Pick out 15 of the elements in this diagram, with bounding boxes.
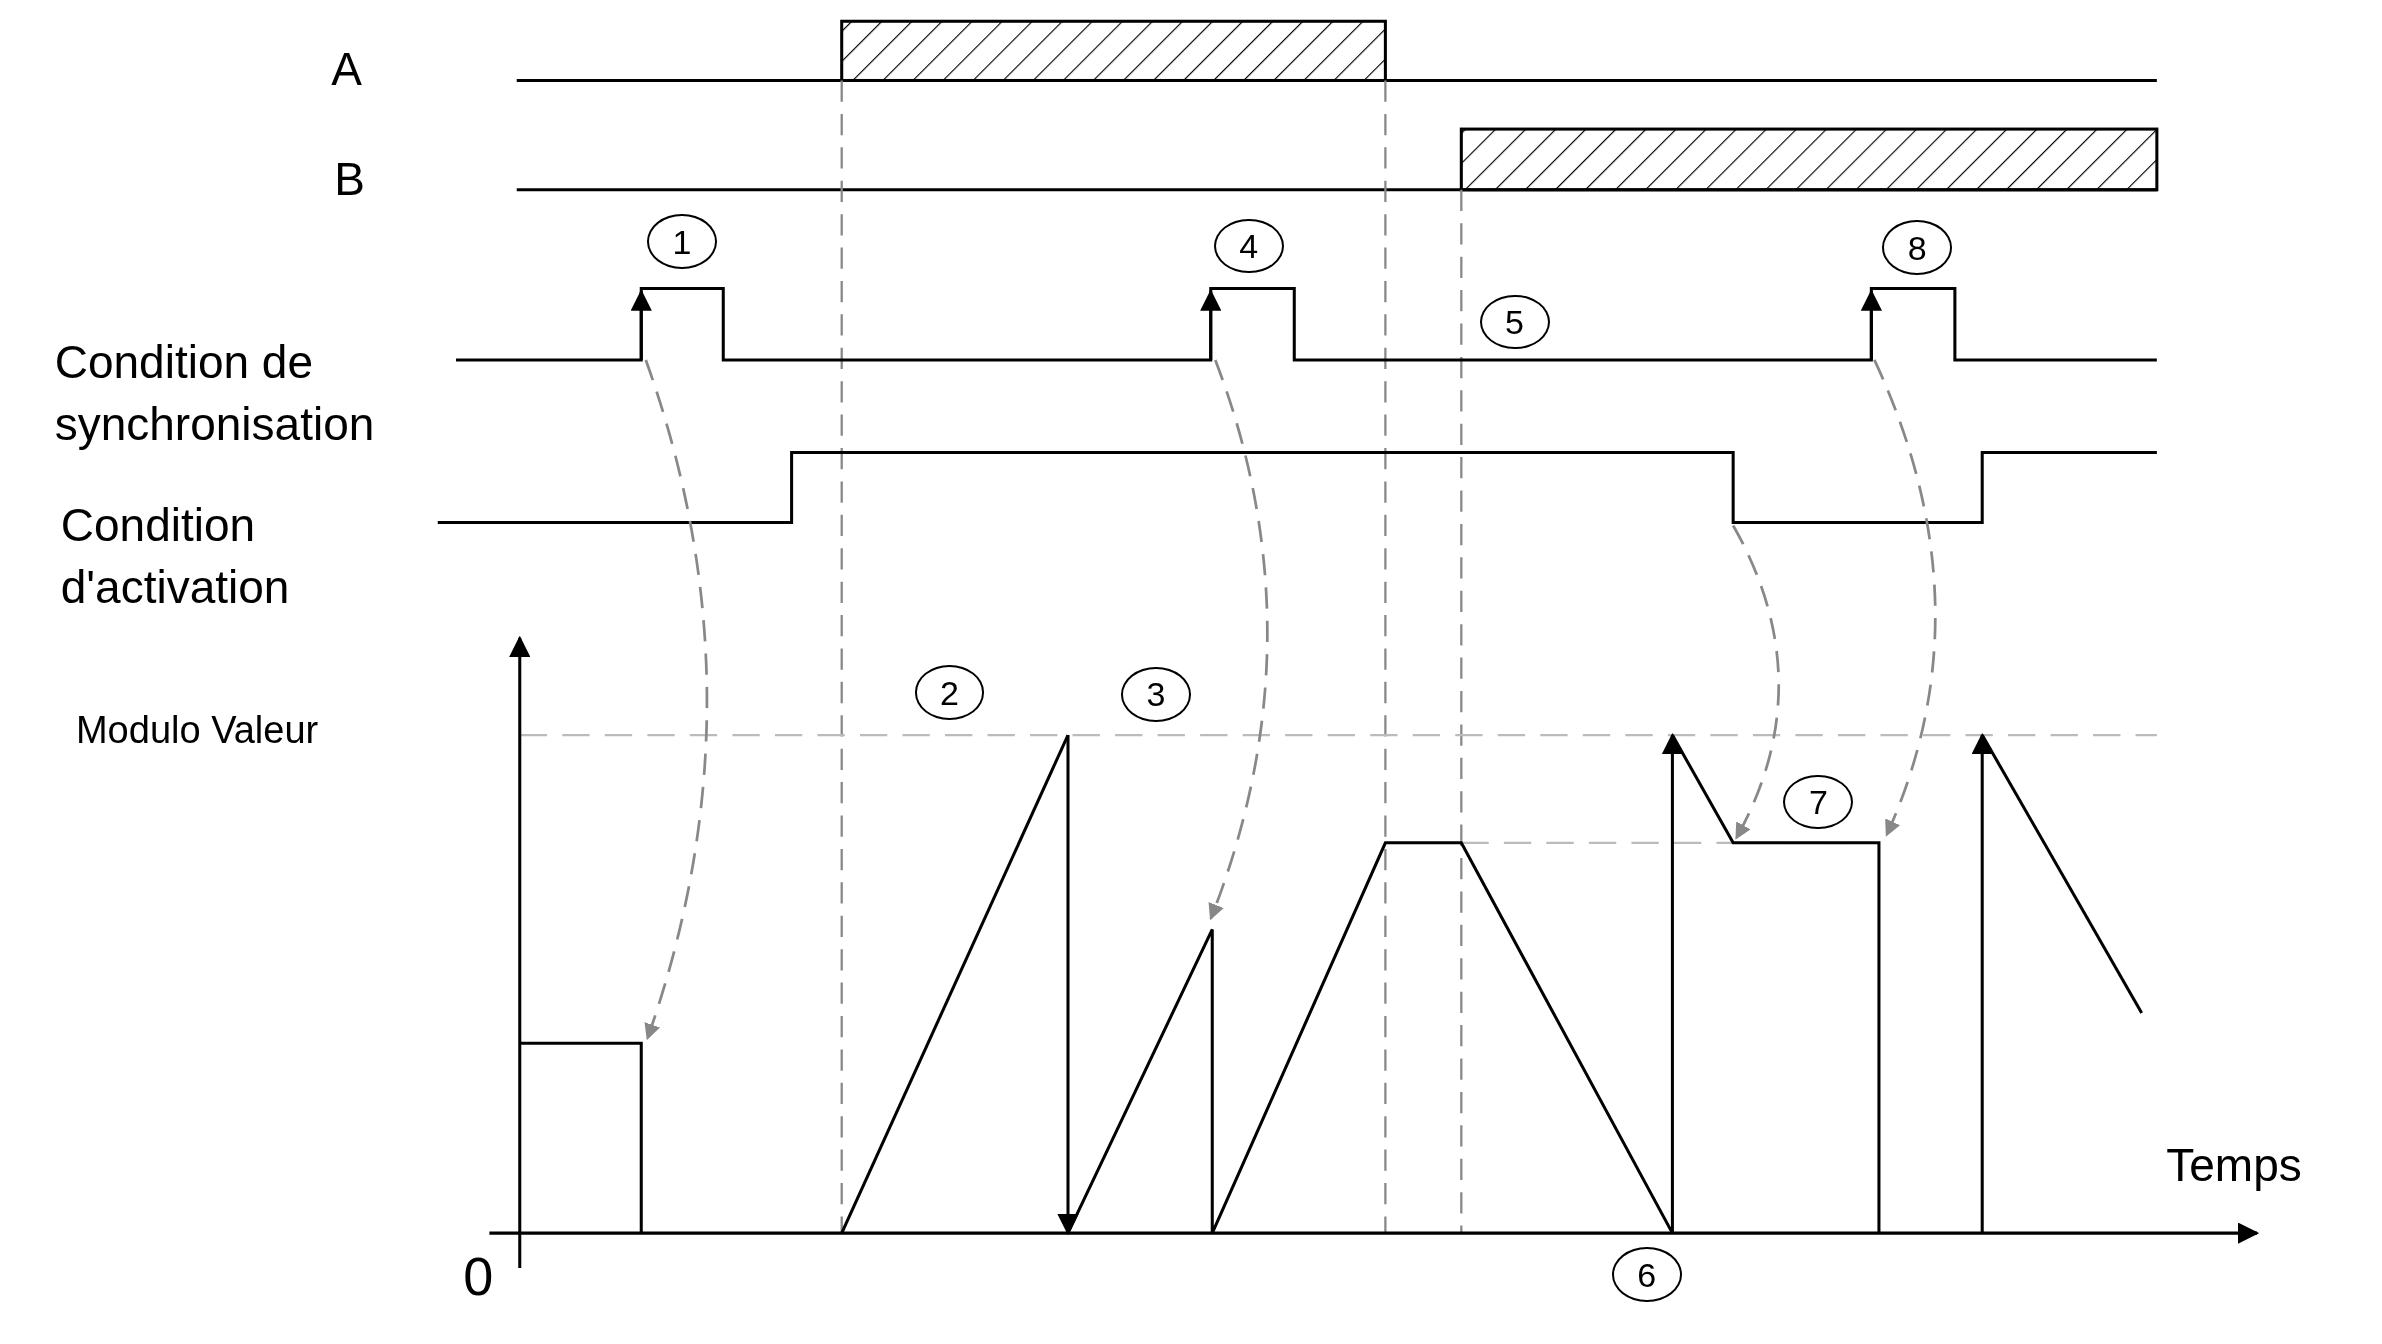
signal-label: Condition de synchronisation <box>54 335 376 453</box>
axis-label: Modulo Valeur <box>75 710 319 749</box>
callout-number: 7 <box>1783 774 1854 830</box>
callout-number: 1 <box>647 214 717 269</box>
callout-number: 5 <box>1479 294 1550 350</box>
callout-number: 8 <box>1882 220 1953 275</box>
signal-label: Condition d'activation <box>60 497 291 615</box>
axis-label: Temps <box>2166 1142 2302 1189</box>
signal-label: B <box>334 156 365 203</box>
signal-label: A <box>331 45 362 92</box>
callout-number: 6 <box>1611 1247 1682 1302</box>
callout-number: 4 <box>1213 218 1284 274</box>
callout-number: 3 <box>1121 666 1191 722</box>
callout-number: 2 <box>914 665 985 721</box>
axis-origin-label: 0 <box>463 1248 494 1303</box>
